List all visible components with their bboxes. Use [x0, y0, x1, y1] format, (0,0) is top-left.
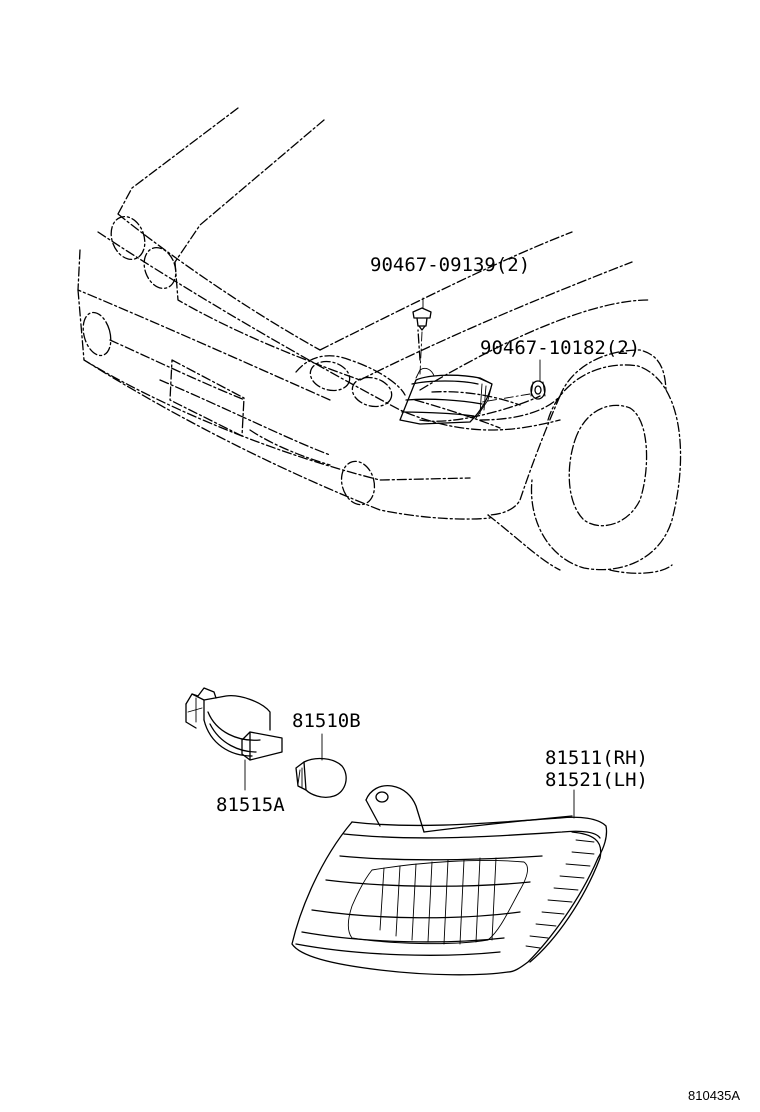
bulb-part-number: 81510B	[292, 710, 361, 732]
nut-icon	[530, 380, 546, 400]
nut-install-line	[481, 393, 531, 403]
socket-icon	[185, 687, 283, 761]
nut-part-number: 90467-10182(2)	[480, 337, 640, 359]
clip-icon	[412, 307, 432, 331]
clip-part-number: 90467-09139(2)	[370, 254, 530, 276]
bulb-icon	[295, 757, 347, 798]
car-body-outline	[77, 107, 682, 574]
installed-corner-lamp	[399, 367, 493, 425]
lamp-lh-part-number: 81521(LH)	[545, 769, 648, 791]
corner-lamp-assembly	[291, 784, 608, 976]
lamp-rh-part-number: 81511(RH)	[545, 747, 648, 769]
figure-reference: 810435A	[688, 1088, 740, 1103]
clip-install-line	[419, 331, 423, 375]
socket-part-number: 81515A	[216, 794, 285, 816]
